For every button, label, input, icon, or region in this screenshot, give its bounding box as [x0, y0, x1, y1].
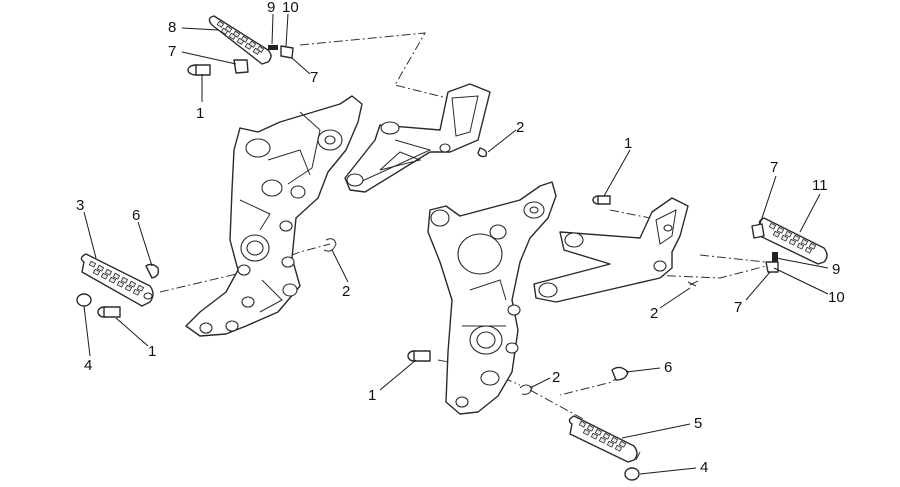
upper-hanger-arm [344, 83, 491, 193]
callout-4: 4 [84, 357, 92, 374]
callout-2: 2 [516, 119, 524, 136]
callout-5: 5 [694, 415, 702, 432]
circlip-right-lower [519, 384, 533, 395]
callout-1: 1 [368, 387, 376, 404]
callout-11: 11 [812, 177, 828, 194]
callout-7: 7 [770, 159, 778, 176]
callout-10: 10 [282, 0, 299, 16]
callout-3: 3 [76, 197, 84, 214]
footpeg-right-upper [751, 217, 828, 273]
callout-1: 1 [624, 135, 632, 152]
left-frame-plate [185, 95, 363, 337]
callout-2: 2 [342, 283, 350, 300]
callout-6: 6 [664, 359, 672, 376]
callout-1: 1 [196, 105, 204, 122]
spring-icon [772, 252, 778, 262]
spring-icon [268, 45, 278, 50]
right-hanger-arm [533, 195, 697, 303]
right-frame-plate [427, 181, 557, 415]
callout-10: 10 [828, 289, 845, 306]
footpeg-right-lower [407, 350, 640, 481]
callout-6: 6 [132, 207, 140, 224]
callout-7: 7 [310, 69, 318, 86]
callout-9: 9 [832, 261, 840, 278]
callout-2: 2 [650, 305, 658, 322]
footpeg-left [76, 253, 160, 318]
callout-8: 8 [168, 19, 176, 36]
callout-7: 7 [734, 299, 742, 316]
leader-lines [83, 13, 829, 475]
callout-4: 4 [700, 459, 708, 476]
circlip-left [323, 238, 337, 252]
callout-2: 2 [552, 369, 560, 386]
callouts: 8 9 10 7 7 1 2 1 7 11 3 6 2 9 10 7 2 4 1… [76, 0, 845, 476]
callout-7: 7 [168, 43, 176, 60]
callout-9: 9 [267, 0, 275, 16]
callout-1: 1 [148, 343, 156, 360]
footpeg-upper-left [187, 15, 294, 76]
